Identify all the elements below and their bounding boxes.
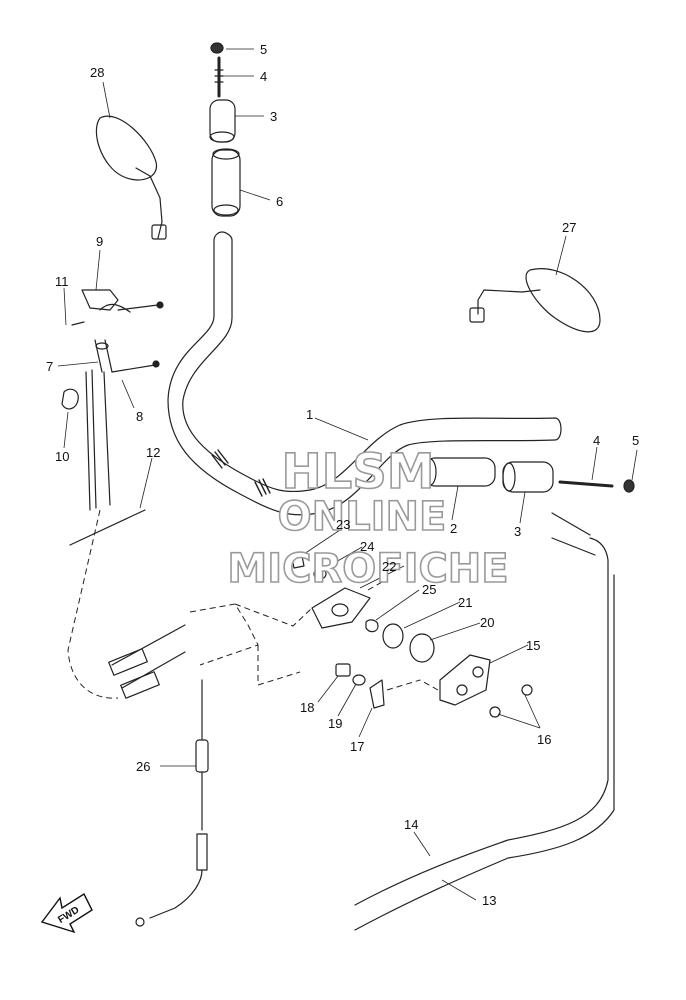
callout-7: 7 (46, 359, 53, 374)
callout-5-top: 5 (260, 42, 267, 57)
callout-21: 21 (458, 595, 472, 610)
mirror-right (469, 268, 601, 333)
watermark-line-3: MICROFICHE (227, 546, 508, 592)
callout-26: 26 (136, 759, 150, 774)
watermark-line-1: HLSM (281, 444, 434, 500)
bar-end-weight-right (502, 461, 554, 493)
handlebar-knurl (211, 449, 271, 497)
callout-24: 24 (360, 539, 374, 554)
left-cables (69, 369, 146, 546)
bar-end-screw-right (558, 480, 614, 488)
callout-4-right: 4 (593, 433, 600, 448)
lower-left-cables (108, 624, 186, 699)
handlebar (167, 231, 562, 516)
callout-3-right: 3 (514, 524, 521, 539)
callout-27: 27 (562, 220, 576, 235)
callout-11: 11 (55, 274, 69, 289)
callout-22: 22 (382, 559, 396, 574)
watermark: HLSM ONLINE MICROFICHE (227, 443, 510, 593)
clutch-cable (135, 679, 209, 927)
callout-8: 8 (136, 409, 143, 424)
washer-left (210, 42, 224, 54)
left-grip (211, 148, 241, 217)
throttle-hardware (291, 555, 435, 686)
watermark-line-2: ONLINE (278, 494, 447, 540)
callout-20: 20 (480, 615, 494, 630)
washer-right (623, 479, 635, 493)
callout-13: 13 (482, 893, 496, 908)
bar-end-weight-left (209, 99, 236, 143)
right-grip (423, 457, 496, 487)
callout-10: 10 (55, 449, 69, 464)
forward-direction-badge: FWD (40, 892, 93, 934)
bar-end-screw-left (214, 56, 224, 98)
forward-arrow-icon (40, 892, 93, 934)
callout-14: 14 (404, 817, 418, 832)
routing-lines (67, 509, 439, 699)
mirror-left (95, 115, 167, 240)
callout-labels: 5 4 3 6 28 27 9 11 7 8 10 12 1 2 3 4 5 2… (46, 42, 639, 908)
callout-1: 1 (306, 407, 313, 422)
callout-17: 17 (350, 739, 364, 754)
callout-3-top: 3 (270, 109, 277, 124)
callout-4-top: 4 (260, 69, 267, 84)
left-lever-bracket (61, 289, 164, 410)
callout-23: 23 (336, 517, 350, 532)
callout-9: 9 (96, 234, 103, 249)
throttle-cables (354, 512, 615, 931)
callout-16: 16 (537, 732, 551, 747)
callout-28: 28 (90, 65, 104, 80)
leader-lines (57, 48, 638, 901)
callout-6: 6 (276, 194, 283, 209)
callout-5-right: 5 (632, 433, 639, 448)
callout-18: 18 (300, 700, 314, 715)
callout-2: 2 (450, 521, 457, 536)
callout-19: 19 (328, 716, 342, 731)
callout-15: 15 (526, 638, 540, 653)
callout-12: 12 (146, 445, 160, 460)
throttle-housing (369, 654, 533, 718)
callout-25: 25 (422, 582, 436, 597)
